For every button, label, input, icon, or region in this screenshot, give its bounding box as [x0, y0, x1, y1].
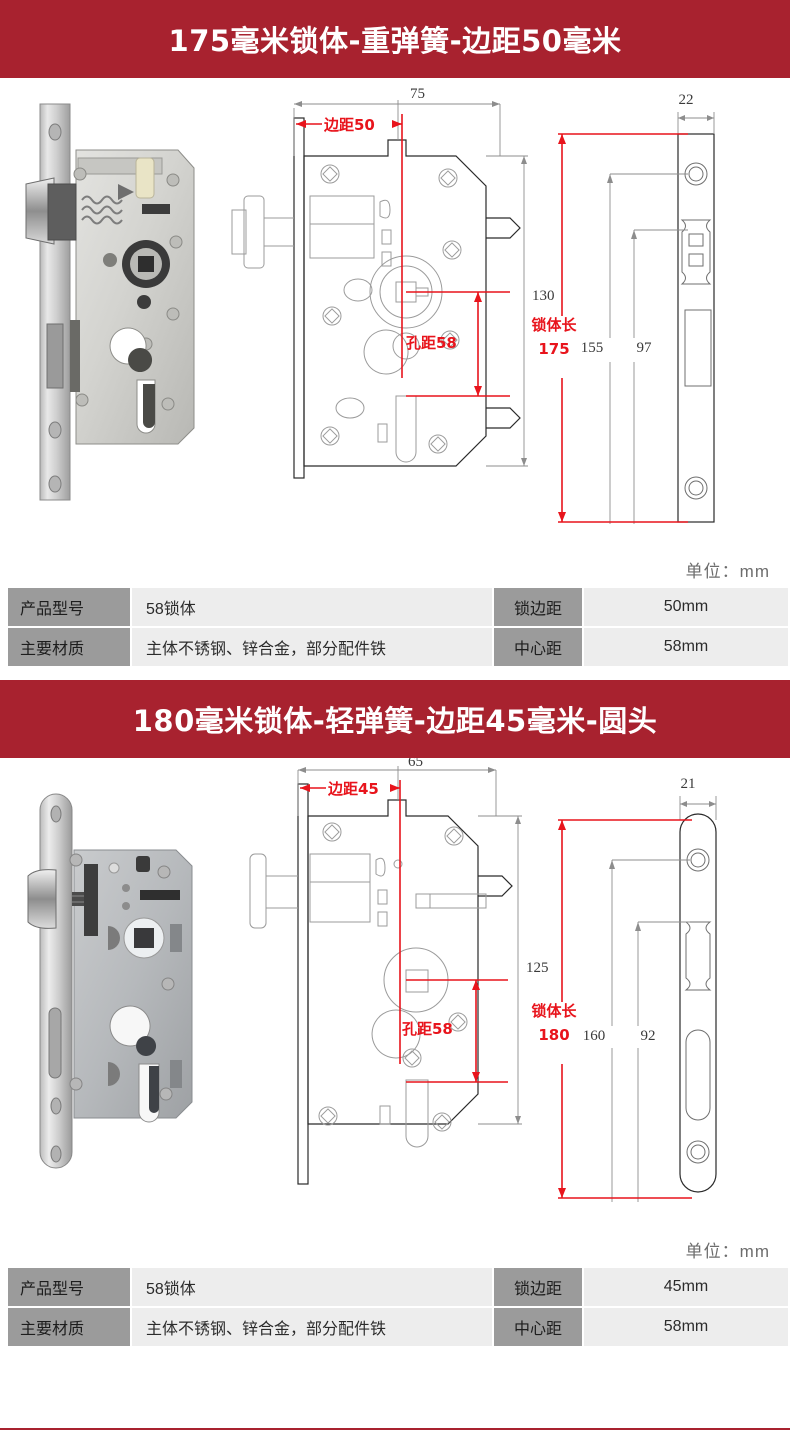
- technical-drawing-180: 65 125 边距45: [210, 758, 790, 1228]
- spec-value-center-175: 58mm: [584, 628, 788, 666]
- technical-drawing-175: 75 130 边距50: [210, 78, 790, 548]
- dim-faceplate-width-180: 21: [681, 776, 696, 792]
- spec-label-center-175: 中心距: [494, 628, 582, 666]
- spec-label-center-180: 中心距: [494, 1308, 582, 1346]
- dim-body-height-180: 125: [526, 960, 549, 976]
- dim-160-180: 160: [583, 1028, 606, 1044]
- spec-value-model-175: 58锁体: [132, 588, 492, 626]
- dim-body-length-label-175: 锁体长: [531, 316, 577, 334]
- banner-title-180: 180毫米锁体-轻弹簧-边距45毫米-圆头: [132, 704, 658, 738]
- spec-table-180: 产品型号 58锁体 锁边距 45mm 主要材质 主体不锈钢、锌合金，部分配件铁 …: [8, 1268, 788, 1346]
- dim-body-length-label-180: 锁体长: [531, 1002, 577, 1020]
- dim-body-length-value-180: 180: [538, 1026, 569, 1044]
- dim-body-width-180: 65: [408, 758, 423, 770]
- dim-body-length-value-175: 175: [538, 340, 569, 358]
- section-gap: [0, 666, 790, 680]
- dim-backset-175: 边距50: [323, 116, 375, 134]
- spec-table-175: 产品型号 58锁体 锁边距 50mm 主要材质 主体不锈钢、锌合金，部分配件铁 …: [8, 588, 788, 666]
- figure-180: 65 125 边距45: [0, 758, 790, 1268]
- section-lock-175: 175毫米锁体-重弹簧-边距50毫米: [0, 0, 790, 666]
- spec-label-material-175: 主要材质: [8, 628, 130, 666]
- spec-value-backset-180: 45mm: [584, 1268, 788, 1306]
- dim-92-180: 92: [641, 1028, 656, 1044]
- dim-body-height-175: 130: [532, 288, 555, 304]
- unit-note-175: 单位：mm: [685, 562, 770, 581]
- spec-value-material-180: 主体不锈钢、锌合金，部分配件铁: [132, 1308, 492, 1346]
- dim-backset-180: 边距45: [327, 780, 379, 798]
- spec-value-backset-175: 50mm: [584, 588, 788, 626]
- bottom-accent-rule: [0, 1428, 790, 1430]
- dim-97-175: 97: [637, 340, 653, 356]
- unit-note-180: 单位：mm: [685, 1242, 770, 1261]
- spec-value-model-180: 58锁体: [132, 1268, 492, 1306]
- section-lock-180: 180毫米锁体-轻弹簧-边距45毫米-圆头: [0, 680, 790, 1346]
- spec-value-material-175: 主体不锈钢、锌合金，部分配件铁: [132, 628, 492, 666]
- product-photo-175: [18, 92, 208, 512]
- dim-faceplate-width-175: 22: [679, 92, 694, 108]
- dim-155-175: 155: [581, 340, 604, 356]
- section-banner-175: 175毫米锁体-重弹簧-边距50毫米: [0, 0, 790, 78]
- spec-value-center-180: 58mm: [584, 1308, 788, 1346]
- dim-hole-spacing-180: 孔距58: [402, 1020, 453, 1038]
- spec-label-backset-175: 锁边距: [494, 588, 582, 626]
- spec-label-backset-180: 锁边距: [494, 1268, 582, 1306]
- spec-label-material-180: 主要材质: [8, 1308, 130, 1346]
- section-banner-180: 180毫米锁体-轻弹簧-边距45毫米-圆头: [0, 680, 790, 758]
- spec-label-model-175: 产品型号: [8, 588, 130, 626]
- dim-hole-spacing-175: 孔距58: [406, 334, 457, 352]
- figure-175: 75 130 边距50: [0, 78, 790, 588]
- banner-title: 175毫米锁体-重弹簧-边距50毫米: [168, 24, 622, 58]
- product-photo-180: [18, 772, 208, 1192]
- dim-body-width-175: 75: [410, 86, 425, 102]
- spec-label-model-180: 产品型号: [8, 1268, 130, 1306]
